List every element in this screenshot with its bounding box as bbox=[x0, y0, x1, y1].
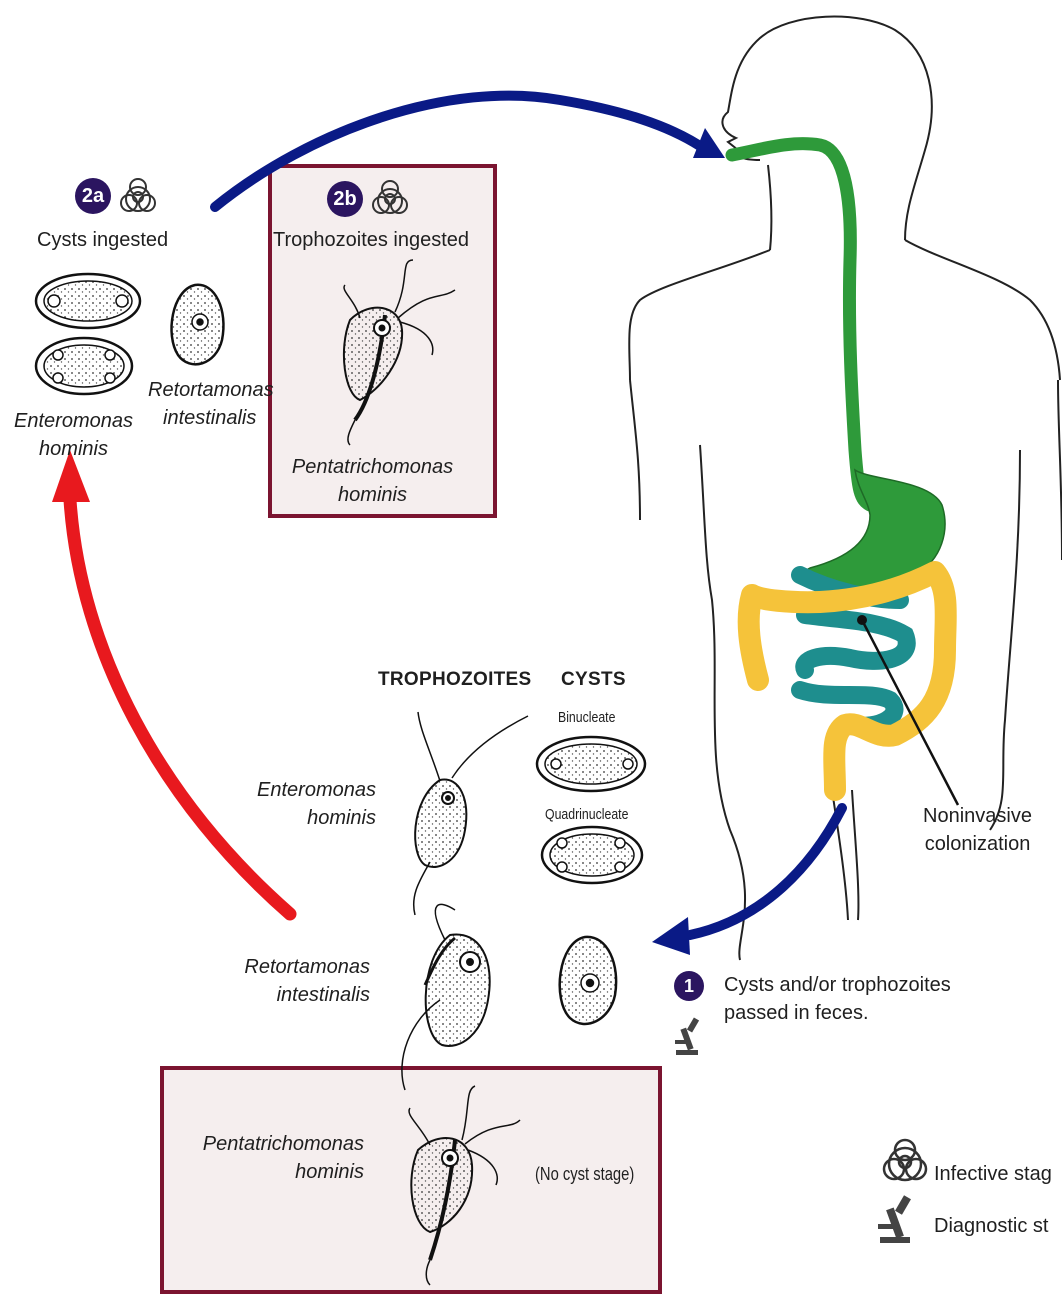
no-cyst-stage-label: (No cyst stage) bbox=[535, 1160, 634, 1188]
esophagus bbox=[732, 144, 870, 505]
label-binucleate: Binucleate bbox=[558, 704, 615, 732]
biohazard-icon-2a bbox=[121, 179, 155, 211]
table-entero-label-line2: hominis bbox=[200, 804, 376, 832]
entero-cyst-binucleate bbox=[537, 737, 645, 791]
retort-cyst-top bbox=[172, 285, 224, 365]
arrow-return bbox=[70, 500, 290, 914]
step-1-label-line2: passed in feces. bbox=[724, 999, 869, 1027]
head-outline bbox=[722, 17, 931, 240]
biohazard-icon-2b bbox=[373, 181, 407, 213]
penta-top-label-line2: hominis bbox=[280, 481, 465, 509]
entero-troph-bottom bbox=[414, 712, 528, 915]
penta-troph-bottom bbox=[409, 1086, 520, 1285]
col-header-trophozoites: TROPHOZOITES bbox=[378, 666, 532, 694]
penta-top-label-line1: Pentatrichomonas bbox=[280, 453, 465, 481]
microscope-icon-legend bbox=[878, 1195, 911, 1243]
step-badge-2b: 2b bbox=[327, 181, 363, 217]
torso-left bbox=[700, 445, 745, 960]
table-entero-label-line1: Enteromonas bbox=[200, 776, 376, 804]
step-2b-label: Trophozoites ingested bbox=[273, 226, 469, 254]
retort-cyst-bottom bbox=[560, 937, 616, 1024]
table-retort-label-line2: intestinalis bbox=[190, 981, 370, 1009]
biohazard-icon-legend bbox=[884, 1140, 926, 1180]
leg-right bbox=[852, 790, 858, 920]
step-badge-2a: 2a bbox=[75, 178, 111, 214]
arm-left bbox=[630, 380, 640, 520]
arrow-feces-head bbox=[652, 917, 690, 955]
colonization-label-line1: Noninvasive bbox=[905, 802, 1050, 830]
neck-left bbox=[768, 165, 771, 250]
arrow-feces bbox=[690, 808, 842, 935]
colonization-label-line2: colonization bbox=[905, 830, 1050, 858]
legend-infective-label: Infective stag bbox=[934, 1160, 1052, 1188]
microscope-icon-step1 bbox=[675, 1017, 699, 1055]
penta-troph-top bbox=[344, 260, 455, 445]
table-penta-label-line1: Pentatrichomonas bbox=[170, 1130, 364, 1158]
digestive-tract bbox=[732, 144, 958, 805]
shoulder-left bbox=[629, 250, 770, 380]
arrow-ingestion bbox=[215, 96, 706, 207]
step-1-label-line1: Cysts and/or trophozoites bbox=[724, 971, 951, 999]
entero-cyst-top-1 bbox=[36, 274, 140, 328]
col-header-cysts: CYSTS bbox=[561, 666, 626, 694]
table-retort-label-line1: Retortamonas bbox=[190, 953, 370, 981]
entero-top-label-line2: hominis bbox=[6, 435, 141, 463]
entero-cyst-top-2 bbox=[36, 338, 132, 394]
colon bbox=[749, 572, 946, 790]
arm-right bbox=[1058, 380, 1062, 560]
step-2a-label: Cysts ingested bbox=[37, 226, 168, 254]
legend-diagnostic-label: Diagnostic st bbox=[934, 1212, 1049, 1240]
entero-top-label-line1: Enteromonas bbox=[6, 407, 141, 435]
table-penta-label-line2: hominis bbox=[170, 1158, 364, 1186]
label-quadrinucleate: Quadrinucleate bbox=[545, 801, 628, 829]
step-badge-1: 1 bbox=[674, 971, 704, 1001]
retort-top-label-line1: Retortamonas bbox=[148, 376, 274, 404]
shoulder-right bbox=[905, 240, 1060, 380]
retort-top-label-line2: intestinalis bbox=[163, 404, 256, 432]
entero-cyst-quadrinucleate bbox=[542, 827, 642, 883]
retort-troph-bottom bbox=[402, 904, 490, 1090]
torso-right bbox=[990, 450, 1020, 830]
